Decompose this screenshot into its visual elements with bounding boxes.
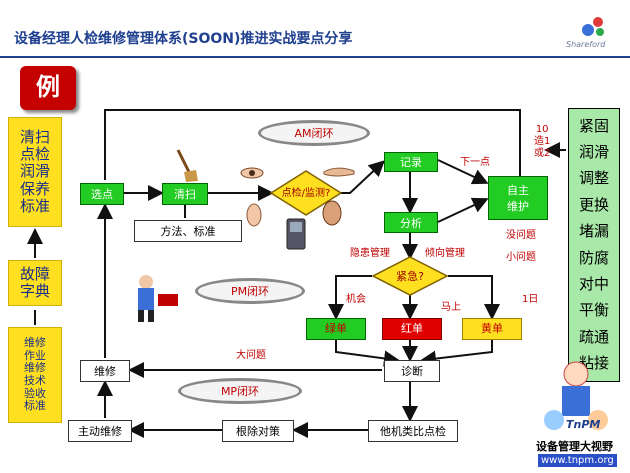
clean-standard-box: 清扫 点检 润滑 保养 标准 <box>8 117 62 227</box>
action-item: 紧固 <box>578 116 609 135</box>
root-measure-node: 根除对策 <box>222 420 294 442</box>
action-item: 调整 <box>578 169 609 188</box>
peer-inspect-node: 他机类比点检 <box>368 420 458 442</box>
eye-icon <box>240 164 264 183</box>
brand-name: 设备管理大视野 <box>536 440 613 453</box>
hidden-mgmt-label: 隐患管理 <box>350 248 390 259</box>
no-problem-label: 没问题 <box>506 230 536 241</box>
example-tag: 例 <box>20 66 76 110</box>
active-repair-node: 主动维修 <box>68 420 132 442</box>
shareford-logo-icon <box>582 17 604 36</box>
maintenance-actions-box: 紧固 润滑 调整 更换 堵漏 防腐 对中 平衡 疏通 粘接 <box>568 108 620 382</box>
red-ticket-node: 红单 <box>382 318 442 340</box>
chance-label: 机会 <box>346 294 366 305</box>
shareford-logo <box>578 12 608 40</box>
ear-icon <box>246 203 262 231</box>
urgent-decision-node: 紧急? <box>371 256 449 296</box>
title-divider <box>0 56 630 58</box>
am-loop-oval: AM闭环 <box>258 120 370 146</box>
method-standard-node: 方法、标准 <box>134 220 242 242</box>
technician-icon <box>130 272 180 328</box>
point-node: 选点 <box>80 183 124 205</box>
decision-diamond-icon <box>371 256 449 296</box>
nose-icon <box>322 200 342 230</box>
repair-node: 维修 <box>80 360 130 382</box>
analysis-node: 分析 <box>384 212 438 233</box>
green-ticket-node: 绿单 <box>306 318 366 340</box>
maintenance-standard-box: 维修 作业 维修 技术 验收 标准 <box>8 327 62 423</box>
action-item: 平衡 <box>578 301 609 320</box>
action-item: 堵漏 <box>578 222 609 241</box>
tnpm-logo: TnPM <box>566 418 601 431</box>
inspect-decision-node: 点检/监测? <box>269 170 343 216</box>
action-item: 更换 <box>578 195 609 214</box>
small-problem-label: 小问题 <box>506 252 536 263</box>
action-item: 对中 <box>578 274 609 293</box>
big-problem-label: 大问题 <box>236 350 266 361</box>
page-title: 设备经理人检维修管理体系(SOON)推进实战要点分享 <box>14 31 353 47</box>
decision-diamond-icon <box>269 170 343 216</box>
site-url: www.tnpm.org <box>538 454 617 467</box>
mp-loop-oval: MP闭环 <box>178 378 302 404</box>
hand-icon <box>322 164 356 183</box>
action-item: 疏通 <box>578 327 609 346</box>
pm-loop-oval: PM闭环 <box>195 278 305 304</box>
logo-text: Shareford <box>566 40 606 49</box>
ten-make-label: 10 造1 或2 <box>534 124 551 159</box>
autonomous-maint-node: 自主 维护 <box>488 176 548 220</box>
fault-dictionary-box: 故障 字典 <box>8 260 62 306</box>
action-item: 防腐 <box>578 248 609 267</box>
record-node: 记录 <box>384 152 438 172</box>
next-point-label: 下一点 <box>460 157 490 168</box>
action-item: 润滑 <box>578 142 609 161</box>
tendency-mgmt-label: 倾向管理 <box>425 248 465 259</box>
yellow-ticket-node: 黄单 <box>462 318 522 340</box>
one-day-label: 1日 <box>522 294 539 305</box>
instrument-icon <box>286 218 306 254</box>
immediate-label: 马上 <box>441 302 461 313</box>
urgent-label: 紧急? <box>396 270 424 283</box>
clean-node: 清扫 <box>162 183 208 205</box>
broom-icon <box>174 148 198 186</box>
diagnose-node: 诊断 <box>384 360 440 382</box>
tnpm-mascot-icon <box>540 360 612 442</box>
inspect-label: 点检/监测? <box>281 188 331 199</box>
